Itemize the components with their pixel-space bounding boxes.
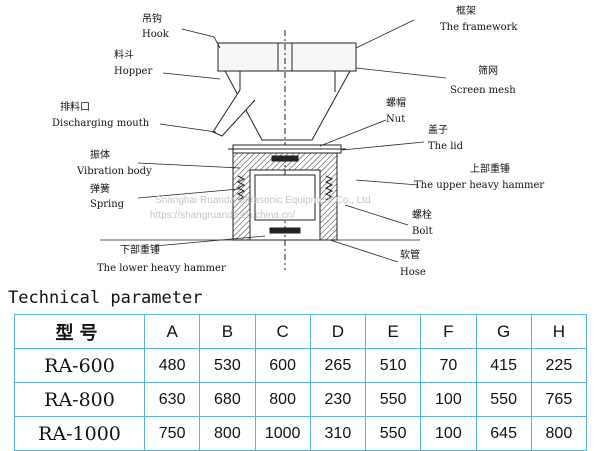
header-cell: H bbox=[530, 314, 588, 349]
label-vibration-zh: 振体 bbox=[90, 148, 110, 161]
label-framework-zh: 框架 bbox=[456, 4, 476, 17]
motor bbox=[254, 174, 316, 221]
header-cell: C bbox=[254, 314, 311, 349]
label-hook-zh: 吊钩 bbox=[142, 13, 162, 25]
label-hook-en: Hook bbox=[142, 29, 170, 40]
table-cell: 415 bbox=[475, 348, 532, 383]
label-lid-en: The lid bbox=[428, 141, 464, 152]
label-bolt-en: Bolt bbox=[412, 226, 433, 237]
table-cell: 265 bbox=[309, 348, 367, 383]
table-cell: 510 bbox=[364, 348, 422, 383]
table-cell: 70 bbox=[420, 348, 477, 383]
header-cell: F bbox=[420, 314, 477, 349]
label-lid-zh: 盖子 bbox=[428, 123, 448, 136]
label-spring-en: Spring bbox=[90, 199, 125, 210]
table-cell: 800 bbox=[254, 382, 311, 417]
label-upper-hammer-en: The upper heavy hammer bbox=[414, 180, 544, 191]
table-cell: 680 bbox=[199, 382, 256, 417]
label-nut-zh: 螺帽 bbox=[386, 96, 406, 109]
table-header-row: 型号 A B C D E F G H bbox=[14, 314, 588, 349]
table-cell: 550 bbox=[364, 382, 422, 417]
header-cell: A bbox=[143, 314, 201, 349]
table-cell: 645 bbox=[475, 416, 532, 451]
label-screen-zh: 筛网 bbox=[478, 64, 498, 77]
spring-right bbox=[324, 175, 334, 201]
label-lower-hammer-zh: 下部重锤 bbox=[120, 243, 160, 256]
table-row: RA-1000 750 800 1000 310 550 100 645 800 bbox=[14, 416, 588, 451]
label-hose-zh: 软管 bbox=[400, 248, 420, 261]
watermark-company: Shanghai Ruanda Ultrasonic Equipment Co.… bbox=[155, 195, 371, 206]
table-cell: 750 bbox=[143, 416, 201, 451]
header-cell: B bbox=[199, 314, 256, 349]
label-bolt-zh: 螺栓 bbox=[412, 208, 432, 221]
label-hose-en: Hose bbox=[400, 267, 426, 278]
section-title: Technical parameter bbox=[8, 288, 203, 308]
label-nut-en: Nut bbox=[386, 114, 405, 125]
parameter-table: 型号 A B C D E F G H RA-600 480 530 600 26… bbox=[14, 314, 588, 451]
header-cell: D bbox=[309, 314, 367, 349]
watermark-url: https://shangruanda.en.china.cn/ bbox=[150, 210, 295, 221]
table-cell: 1000 bbox=[254, 416, 311, 451]
leader-lines bbox=[137, 19, 447, 263]
model-cell: RA-1000 bbox=[14, 416, 145, 451]
table-cell: 550 bbox=[364, 416, 422, 451]
table-cell: 550 bbox=[475, 382, 532, 417]
table-cell: 800 bbox=[530, 416, 588, 451]
table-cell: 530 bbox=[199, 348, 256, 383]
table-cell: 765 bbox=[530, 382, 588, 417]
framework-bar bbox=[217, 42, 357, 72]
hopper-body bbox=[224, 70, 351, 141]
machine-diagram: 吊钩 Hook 料斗 Hopper 排料口 Discharging mouth … bbox=[52, 4, 544, 278]
table-cell: 230 bbox=[309, 382, 367, 417]
header-cell-model: 型号 bbox=[14, 314, 145, 349]
label-discharge-zh: 排料口 bbox=[60, 100, 90, 113]
header-cell: E bbox=[364, 314, 422, 349]
header-cell: G bbox=[475, 314, 532, 349]
table-cell: 100 bbox=[420, 382, 477, 417]
machine-drawing bbox=[100, 30, 420, 270]
label-screen-en: Screen mesh bbox=[450, 85, 516, 96]
label-discharge-en: Discharging mouth bbox=[52, 118, 150, 129]
label-hopper-en: Hopper bbox=[114, 66, 152, 77]
table-row: RA-800 630 680 800 230 550 100 550 765 bbox=[14, 382, 588, 417]
model-cell: RA-600 bbox=[14, 348, 145, 383]
discharge-chute bbox=[212, 89, 256, 137]
table-cell: 225 bbox=[530, 348, 588, 383]
table-cell: 600 bbox=[254, 348, 311, 383]
table-cell: 310 bbox=[309, 416, 367, 451]
table-cell: 630 bbox=[143, 382, 201, 417]
table-cell: 100 bbox=[420, 416, 477, 451]
label-spring-zh: 弹簧 bbox=[90, 182, 110, 195]
model-cell: RA-800 bbox=[14, 382, 145, 417]
table-row: RA-600 480 530 600 265 510 70 415 225 bbox=[14, 348, 588, 383]
table-cell: 480 bbox=[143, 348, 201, 383]
lower-hammer bbox=[269, 227, 301, 234]
table-cell: 800 bbox=[199, 416, 256, 451]
upper-hammer bbox=[271, 155, 299, 162]
label-upper-hammer-zh: 上部重锤 bbox=[470, 162, 510, 175]
label-vibration-en: Vibration body bbox=[76, 166, 152, 177]
label-lower-hammer-en: The lower heavy hammer bbox=[97, 263, 226, 274]
label-framework-en: The framework bbox=[440, 22, 518, 33]
spring-left bbox=[236, 175, 246, 201]
label-hopper-zh: 料斗 bbox=[114, 48, 134, 61]
